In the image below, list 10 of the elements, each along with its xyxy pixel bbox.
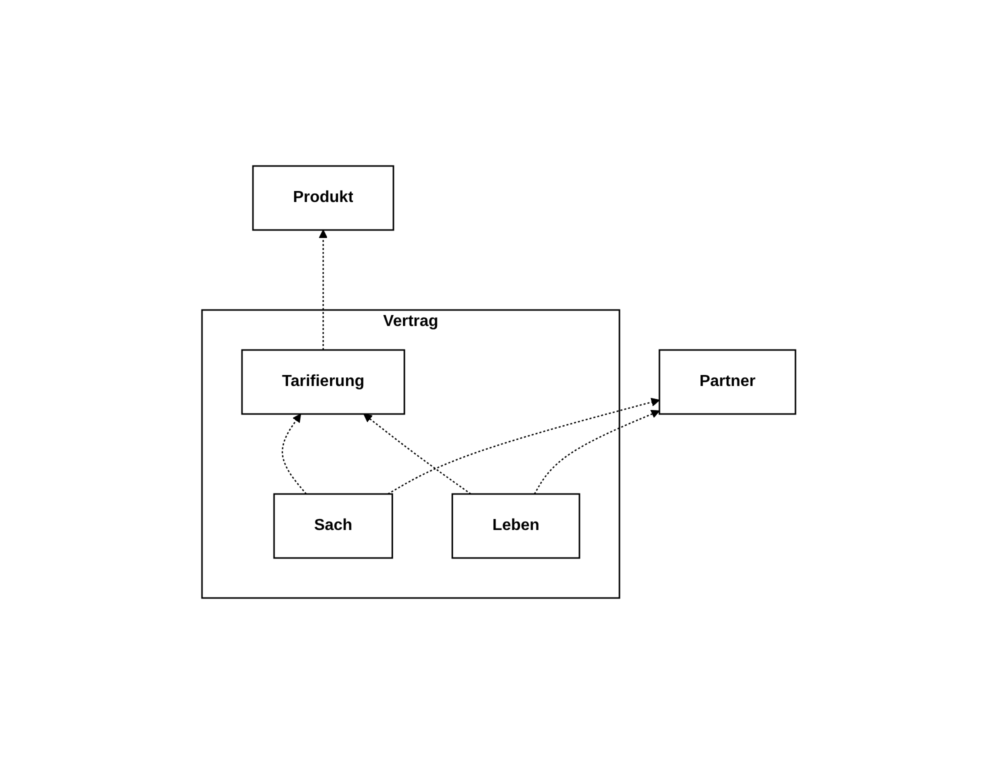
arrow (282, 413, 307, 494)
node-box: Sach (273, 492, 393, 558)
node-box: Produkt (252, 164, 394, 230)
arrow (534, 409, 660, 494)
node-box: Tarifierung (241, 348, 405, 414)
node-box: Leben (451, 492, 580, 558)
arrow (363, 413, 471, 494)
arrow (387, 397, 660, 494)
node-box: Partner (658, 348, 796, 414)
arrow (318, 229, 328, 350)
